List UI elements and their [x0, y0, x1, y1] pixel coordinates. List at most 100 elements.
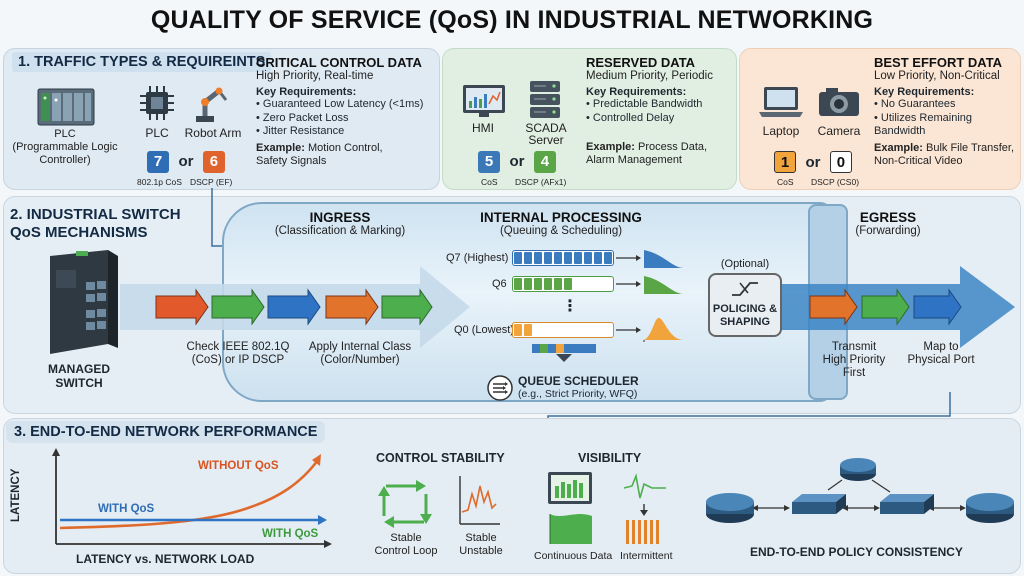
queue-q6-label: Q6	[492, 278, 507, 290]
or-text: or	[178, 153, 194, 170]
list-item: Zero Packet Loss	[256, 112, 436, 126]
best-example: Bulk File Transfer, Non-Critical Video	[874, 141, 1015, 167]
queue-output-shapes	[616, 250, 684, 342]
best-subtitle: Low Priority, Non-Critical	[874, 70, 1000, 82]
list-item: Predictable Bandwidth	[586, 98, 736, 112]
x-axis-label: LATENCY vs. NETWORK LOAD	[76, 552, 255, 566]
intermittent-label: Intermittent	[620, 550, 673, 562]
internal-title: INTERNAL PROCESSING	[480, 210, 642, 225]
best-example-label: Example:	[874, 141, 923, 154]
ingress-label-block: INGRESS (Classification & Marking)	[270, 210, 410, 237]
plc-rack-icon	[37, 88, 95, 126]
list-item: No Guarantees	[874, 98, 1020, 112]
router-left-icon	[706, 493, 754, 523]
router-right-icon	[966, 493, 1014, 523]
managed-switch-icon	[50, 250, 118, 354]
internal-subtitle: (Queuing & Scheduling)	[499, 225, 623, 237]
best-dscp-label: DSCP (CS0)	[811, 177, 860, 187]
section3-heading: 3. END-TO-END NETWORK PERFORMANCE	[6, 421, 326, 443]
section1-heading: 1. TRAFFIC TYPES & REQUIREINTS	[12, 52, 272, 72]
map-port-text: Map to Physical Port	[907, 341, 975, 366]
router-top-icon	[840, 458, 876, 481]
without-qos-label: WITHOUT QoS	[198, 460, 279, 472]
reserved-req-label: Key Requirements:	[586, 86, 687, 98]
critical-cos-label: 802.1p CoS	[137, 177, 182, 187]
with-qos-label-top: WITH QoS	[98, 503, 155, 515]
latency-axis-label: LATENCY	[10, 468, 22, 522]
policing-box	[708, 273, 782, 337]
best-req-label: Key Requirements:	[874, 86, 975, 98]
switch-mid-right-icon	[880, 494, 934, 514]
stable-unstable-label: Stable Unstable	[459, 532, 503, 557]
queue-q0-bar	[512, 322, 614, 338]
control-loop-icon	[378, 480, 432, 528]
intermittent-data-icon	[623, 473, 666, 544]
dscp-4-badge: 4	[533, 151, 556, 173]
plc-label: PLC	[145, 126, 169, 140]
with-qos-label-bottom: WITH QoS	[262, 528, 319, 540]
scada-label: SCADA Server	[525, 121, 567, 147]
apply-text: Apply Internal Class (Color/Number)	[308, 341, 412, 366]
best-cos-label: CoS	[777, 177, 794, 187]
list-item: Guaranteed Low Latency (<1ms)	[256, 98, 436, 112]
list-item: Utilizes Remaining Bandwidth	[874, 112, 1020, 139]
section2-heading: 2. INDUSTRIAL SWITCH QoS MECHANISMS	[10, 206, 181, 241]
flow-arrows	[120, 266, 1015, 348]
hmi-monitor-icon	[463, 85, 505, 117]
reserved-example: Process Data, Alarm Management	[586, 141, 708, 166]
reserved-req-list: Predictable Bandwidth Controlled Delay	[586, 98, 736, 125]
reserved-text-block: RESERVED DATA Medium Priority, Periodic …	[586, 55, 736, 167]
list-item: Jitter Resistance	[256, 125, 436, 139]
scheduler-subtitle: (e.g., Strict Priority, WFQ)	[518, 388, 638, 400]
latency-chart	[52, 448, 332, 548]
policing-label: POLICING & SHAPING	[712, 303, 778, 328]
page-title: QUALITY OF SERVICE (QoS) IN INDUSTRIAL N…	[150, 6, 874, 34]
best-req-list: No Guarantees Utilizes Remaining Bandwid…	[874, 98, 1020, 139]
scheduler-icon	[487, 375, 513, 401]
switch-mid-left-icon	[792, 494, 846, 514]
policy-consistency-label: END-TO-END POLICY CONSISTENCY	[750, 545, 963, 559]
reserved-title: RESERVED DATA	[586, 55, 696, 70]
shaping-curve-icon	[732, 282, 758, 296]
list-item: Controlled Delay	[586, 112, 736, 126]
egress-label-block: EGRESS (Forwarding)	[838, 210, 938, 237]
reserved-dscp-label: DSCP (AFx1)	[515, 177, 567, 187]
ingress-title: INGRESS	[309, 210, 371, 225]
best-text-block: BEST EFFORT DATA Low Priority, Non-Criti…	[874, 55, 1020, 168]
plc-chip-icon	[140, 86, 174, 120]
optional-label: (Optional)	[720, 258, 770, 270]
camera-icon	[819, 88, 859, 116]
laptop-label: Laptop	[762, 124, 800, 138]
camera-label: Camera	[817, 124, 861, 138]
best-tag-row: 1 or 0	[774, 151, 852, 173]
scheduler-brace	[532, 344, 596, 362]
critical-subtitle: High Priority, Real-time	[256, 70, 374, 82]
queue-q7-label: Q7 (Highest)	[446, 252, 509, 264]
queue-q6-bar	[512, 276, 614, 292]
internal-label-block: INTERNAL PROCESSING (Queuing & Schedulin…	[466, 210, 656, 237]
critical-tag-row: 7 or 6	[147, 151, 225, 173]
reserved-cos-label: CoS	[481, 177, 498, 187]
robot-arm-label: Robot Arm	[184, 126, 242, 140]
cos-1-badge: 1	[774, 151, 796, 173]
cos-7-badge: 7	[147, 151, 169, 173]
hmi-label: HMI	[472, 121, 494, 135]
network-topology	[706, 458, 1014, 523]
critical-example-label: Example:	[256, 141, 305, 154]
continuous-data-icon	[548, 472, 592, 544]
queue-q7-bar	[512, 250, 614, 266]
reserved-tag-row: 5 or 4	[478, 151, 556, 173]
critical-req-label: Key Requirements:	[256, 86, 357, 98]
robot-arm-icon	[196, 87, 228, 122]
or-text: or	[805, 154, 821, 171]
stable-loop-label: Stable Control Loop	[374, 532, 438, 557]
stability-chart-icon	[459, 476, 500, 525]
egress-packets	[809, 288, 962, 326]
check-text: Check IEEE 802.1Q (CoS) or IP DSCP	[186, 341, 290, 366]
without-qos-line	[59, 459, 320, 530]
reserved-example-label: Example:	[586, 141, 635, 153]
reserved-subtitle: Medium Priority, Periodic	[586, 70, 713, 82]
dscp-6-badge: 6	[202, 151, 225, 173]
laptop-icon	[759, 87, 803, 117]
cos-5-badge: 5	[478, 151, 500, 173]
